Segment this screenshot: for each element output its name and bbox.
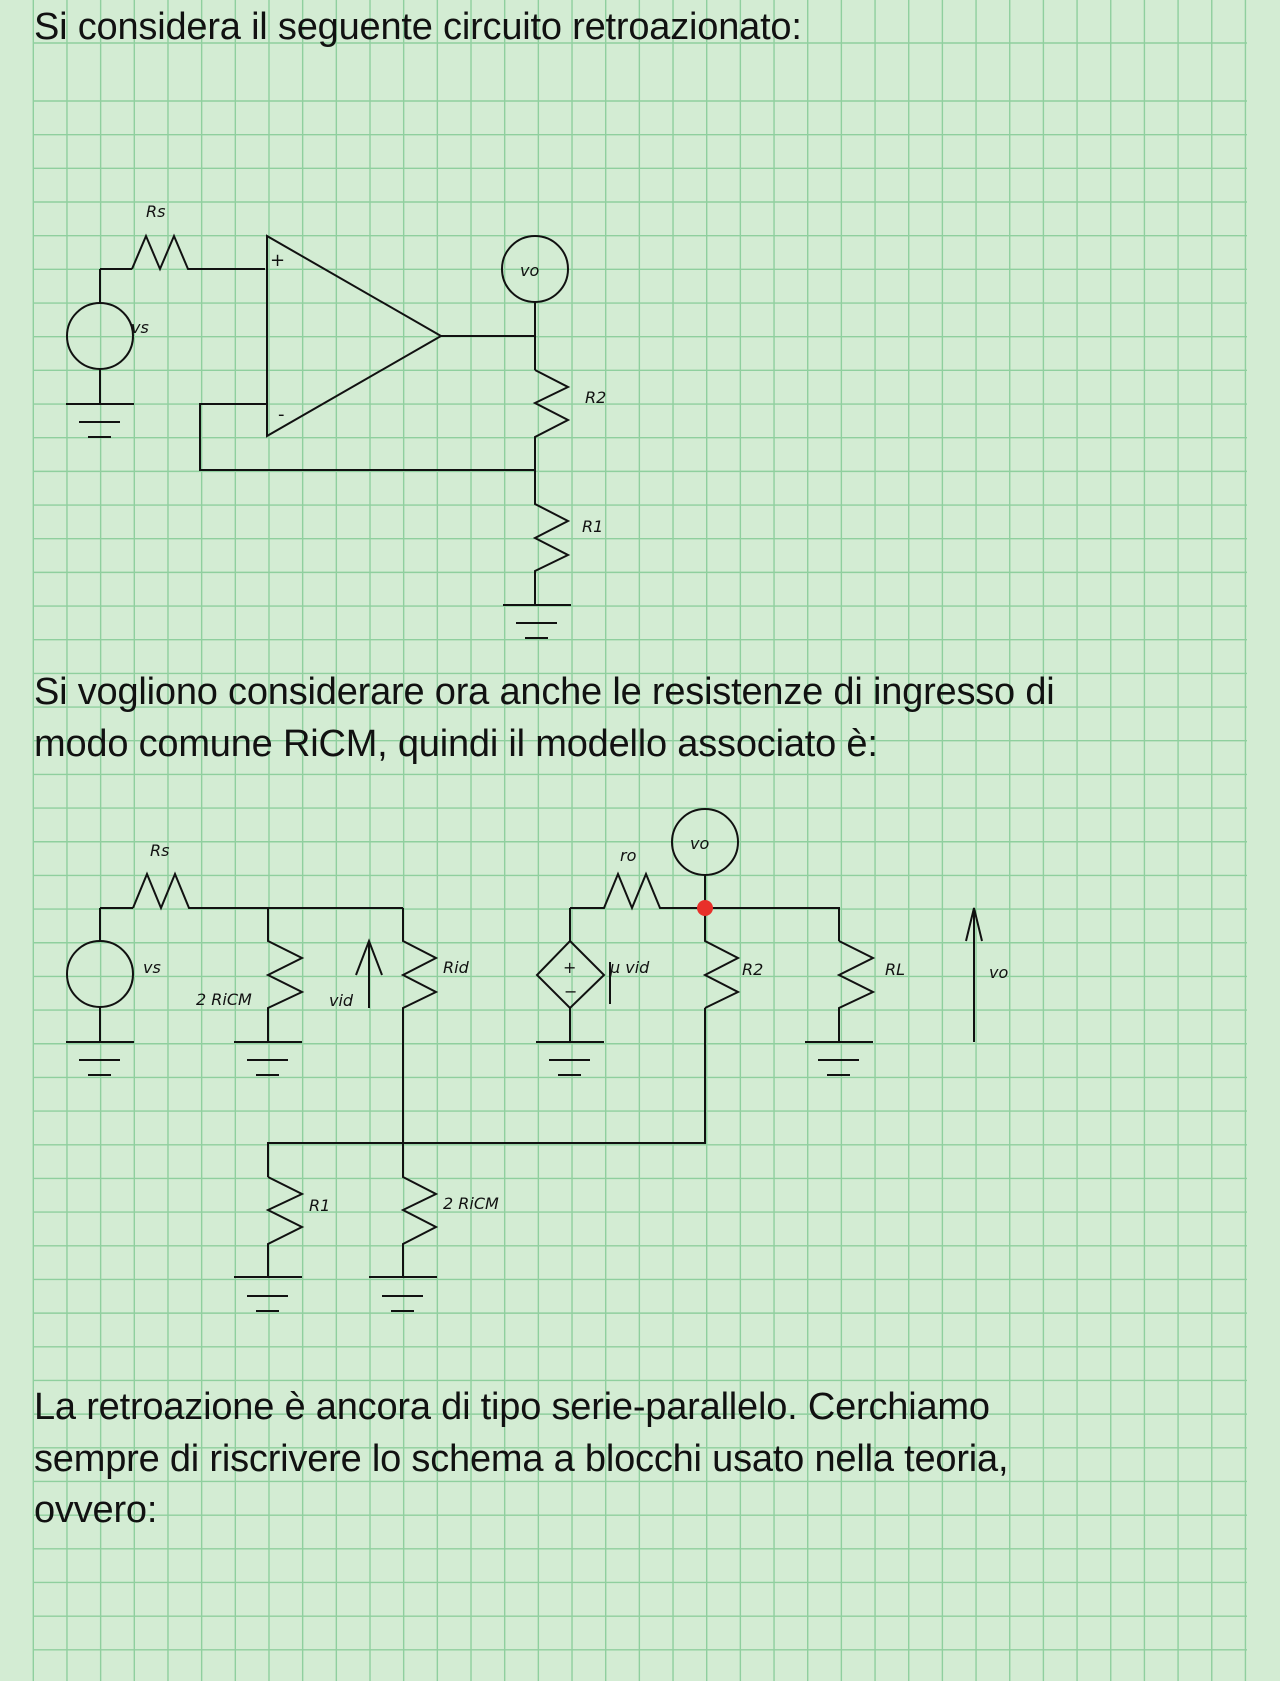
ground-icon [369, 1276, 437, 1312]
dep-source-plus: + [563, 958, 576, 977]
dep-source-minus: − [564, 982, 577, 1001]
resistor-rid [400, 908, 439, 1143]
ground-icon [503, 604, 571, 639]
feedback-wire-bottom [267, 1008, 706, 1177]
dependent-voltage-source [535, 908, 606, 1042]
label-rl: RL [885, 960, 905, 979]
ground-icon [66, 403, 134, 438]
label-r2: R2 [742, 960, 763, 979]
label-dep-source: μ vid [609, 958, 650, 977]
vo-probe [671, 808, 739, 908]
label-rs: Rs [146, 202, 165, 221]
model-text-line-1: Si vogliono considerare ora anche le res… [34, 671, 1055, 713]
resistor-rs [131, 233, 265, 272]
resistor-r1 [265, 1176, 305, 1277]
label-rid: Rid [443, 958, 470, 977]
ground-icon [234, 1276, 302, 1312]
resistor-r2 [702, 908, 741, 1009]
conclusion-text-line-2: sempre di riscrivere lo schema a blocchi… [34, 1438, 1009, 1480]
ground-icon [234, 1041, 302, 1076]
resistor-2ricm-bottom [400, 1143, 439, 1277]
vid-voltage-arrow [355, 938, 383, 1008]
model-text-line-2: modo comune RiCM, quindi il modello asso… [34, 723, 878, 765]
opamp-plus-terminal: + [270, 250, 285, 271]
resistor-rl [836, 940, 876, 1042]
resistor-2ricm-left [265, 908, 305, 1042]
small-signal-model-diagram: vs Rs 2 RiCM vid Rid R [66, 808, 1008, 1312]
voltage-source-vs [66, 268, 134, 404]
label-r1: R1 [582, 517, 603, 536]
resistor-ro [570, 871, 705, 911]
label-vs: vs [131, 318, 149, 337]
label-vo-probe: vo [690, 834, 709, 853]
output-node-marker [697, 900, 713, 916]
output-wire [705, 907, 840, 941]
label-vo-probe: vo [520, 261, 539, 280]
vo-probe [501, 235, 569, 370]
label-ro: ro [620, 846, 637, 865]
label-vs: vs [143, 958, 161, 977]
label-r2: R2 [585, 388, 606, 407]
resistor-r2 [532, 369, 571, 470]
conclusion-text-line-1: La retroazione è ancora di tipo serie-pa… [34, 1386, 990, 1428]
label-2ricm-bottom: 2 RiCM [443, 1194, 499, 1213]
intro-text: Si considera il seguente circuito retroa… [34, 6, 802, 48]
conclusion-text-line-3: ovvero: [34, 1489, 158, 1531]
opamp-triangle [266, 234, 444, 438]
ground-icon [805, 1041, 873, 1076]
label-vo-arrow: vo [989, 963, 1008, 982]
vo-voltage-arrow [965, 907, 983, 1042]
resistor-rs [132, 871, 403, 911]
label-rs: Rs [150, 841, 169, 860]
label-r1: R1 [309, 1196, 330, 1215]
resistor-r1 [532, 470, 571, 605]
feedback-circuit-diagram: vs Rs + - vo R2 R1 [66, 202, 606, 639]
label-vid: vid [329, 991, 354, 1010]
voltage-source-vs [66, 907, 134, 1042]
opamp-minus-terminal: - [278, 404, 285, 425]
ground-icon [66, 1041, 134, 1076]
label-2ricm-left: 2 RiCM [196, 990, 252, 1009]
ground-icon [536, 1041, 604, 1076]
feedback-wire [199, 403, 535, 471]
